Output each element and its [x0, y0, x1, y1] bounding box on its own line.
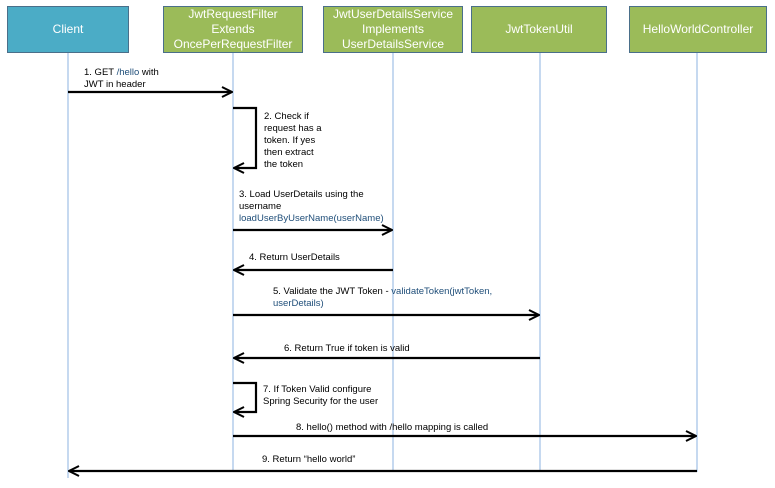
arrow-step-7 — [233, 381, 258, 412]
message-step-6: 6. Return True if token is valid — [284, 343, 410, 355]
message-step-8-text: 8. hello() method with /hello mapping is… — [296, 422, 489, 433]
message-step-9-text: 9. Return “hello world” — [262, 454, 356, 465]
message-step-2-text: 2. Check if request has a token. If yes … — [264, 111, 322, 170]
arrow-step-2 — [233, 106, 258, 168]
message-step-9: 9. Return “hello world” — [262, 454, 355, 466]
message-step-1-text-after: with JWT in header — [84, 67, 159, 90]
participant-hello-world-controller-label: HelloWorldController — [642, 22, 754, 36]
participant-jwt-user-details-service: JwtUserDetailsService Implements UserDet… — [323, 6, 463, 53]
message-step-7: 7. If Token Valid configure Spring Secur… — [263, 384, 378, 408]
participant-jwt-token-util-label: JwtTokenUtil — [505, 22, 573, 36]
participant-client-label: Client — [52, 22, 84, 36]
participant-jwt-request-filter-label: JwtRequestFilter Extends OncePerRequestF… — [173, 7, 293, 51]
participant-jwt-token-util: JwtTokenUtil — [471, 6, 607, 53]
participant-client: Client — [7, 6, 129, 53]
message-step-6-text: 6. Return True if token is valid — [284, 343, 410, 354]
message-step-1-path: /hello — [116, 67, 140, 78]
participant-jwt-request-filter: JwtRequestFilter Extends OncePerRequestF… — [163, 6, 303, 53]
message-step-2: 2. Check if request has a token. If yes … — [264, 111, 322, 171]
participant-jwt-user-details-service-label: JwtUserDetailsService Implements UserDet… — [332, 7, 454, 51]
message-step-1-text: 1. GET — [84, 67, 117, 78]
message-step-5-text: 5. Validate the JWT Token - — [273, 286, 392, 297]
message-step-4-text: 4. Return UserDetails — [249, 252, 340, 263]
message-step-5-method: validateToken(jwtToken, userDetails) — [273, 286, 493, 309]
participant-hello-world-controller: HelloWorldController — [629, 6, 767, 53]
message-step-3: 3. Load UserDetails using the username l… — [239, 189, 384, 225]
message-step-1: 1. GET /hello with JWT in header — [84, 67, 159, 91]
message-step-5: 5. Validate the JWT Token - validateToke… — [273, 286, 492, 310]
message-step-3-method: loadUserByUserName(userName) — [239, 213, 384, 224]
message-step-7-text: 7. If Token Valid configure Spring Secur… — [263, 384, 379, 407]
message-step-3-text: 3. Load UserDetails using the username — [239, 189, 364, 212]
message-step-8: 8. hello() method with /hello mapping is… — [296, 422, 488, 434]
message-step-4: 4. Return UserDetails — [249, 252, 340, 264]
